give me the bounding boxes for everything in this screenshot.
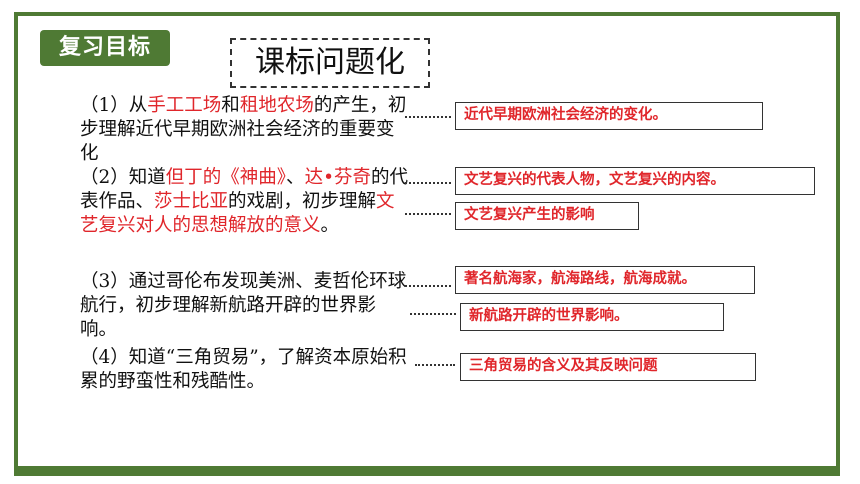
paragraph-text: 的产生，初步理解近代早期欧洲社会经济的重要变化	[80, 95, 407, 164]
highlighted-keyword: 莎士比亚	[154, 191, 229, 212]
answer-box-3: 文艺复兴产生的影响	[455, 202, 639, 230]
highlighted-keyword: 租地农场	[239, 95, 314, 116]
dotted-connector	[405, 213, 451, 215]
answer-box-2: 文艺复兴的代表人物，文艺复兴的内容。	[455, 167, 815, 195]
highlighted-keyword: 达•芬奇	[304, 167, 371, 188]
highlighted-keyword: 文艺复兴对人的思想解放的意义	[80, 191, 395, 236]
goal-paragraph-2: （2）知道但丁的《神曲》、达•芬奇的代表作品、莎士比亚的戏剧，初步理解文艺复兴对…	[80, 166, 410, 238]
answer-box-6: 三角贸易的含义及其反映问题	[460, 353, 756, 381]
paragraph-text: （2）知道	[80, 167, 166, 188]
dotted-connector	[415, 364, 455, 366]
highlighted-keyword: 手工工场	[147, 95, 222, 116]
paragraph-text: 的代表作品、	[80, 167, 408, 212]
answer-box-5: 新航路开辟的世界影响。	[460, 303, 724, 331]
slide-frame	[14, 12, 840, 470]
goal-paragraph-4: （4）知道“三角贸易”，了解资本原始积累的野蛮性和残酷性。	[80, 346, 410, 394]
page-title: 课标问题化	[230, 38, 430, 88]
paragraph-text: 的戏剧，初步理解	[228, 191, 377, 212]
goal-paragraph-3: （3）通过哥伦布发现美洲、麦哲伦环球航行，初步理解新航路开辟的世界影响。	[80, 270, 410, 342]
dotted-connector	[405, 116, 451, 118]
answer-box-1: 近代早期欧洲社会经济的变化。	[455, 102, 763, 130]
paragraph-text: （3）通过哥伦布发现美洲、麦哲伦环球航行，初步理解新航路开辟的世界影响。	[80, 271, 407, 340]
dotted-connector	[410, 313, 456, 315]
paragraph-text: （1）从	[80, 95, 148, 116]
paragraph-text: 。	[320, 215, 340, 236]
paragraph-text: （4）知道“三角贸易”，了解资本原始积累的野蛮性和残酷性。	[80, 347, 407, 392]
bottom-bar	[14, 470, 840, 476]
answer-box-4: 著名航海家，航海路线，航海成就。	[455, 266, 755, 294]
review-goals-badge: 复习目标	[40, 30, 170, 66]
paragraph-text: 和	[221, 95, 240, 116]
dotted-connector	[405, 182, 451, 184]
dotted-connector	[405, 285, 451, 287]
paragraph-text: 、	[286, 167, 305, 188]
goal-paragraph-1: （1）从手工工场和租地农场的产生，初步理解近代早期欧洲社会经济的重要变化	[80, 94, 410, 166]
highlighted-keyword: 但丁的《神曲》	[165, 167, 287, 188]
